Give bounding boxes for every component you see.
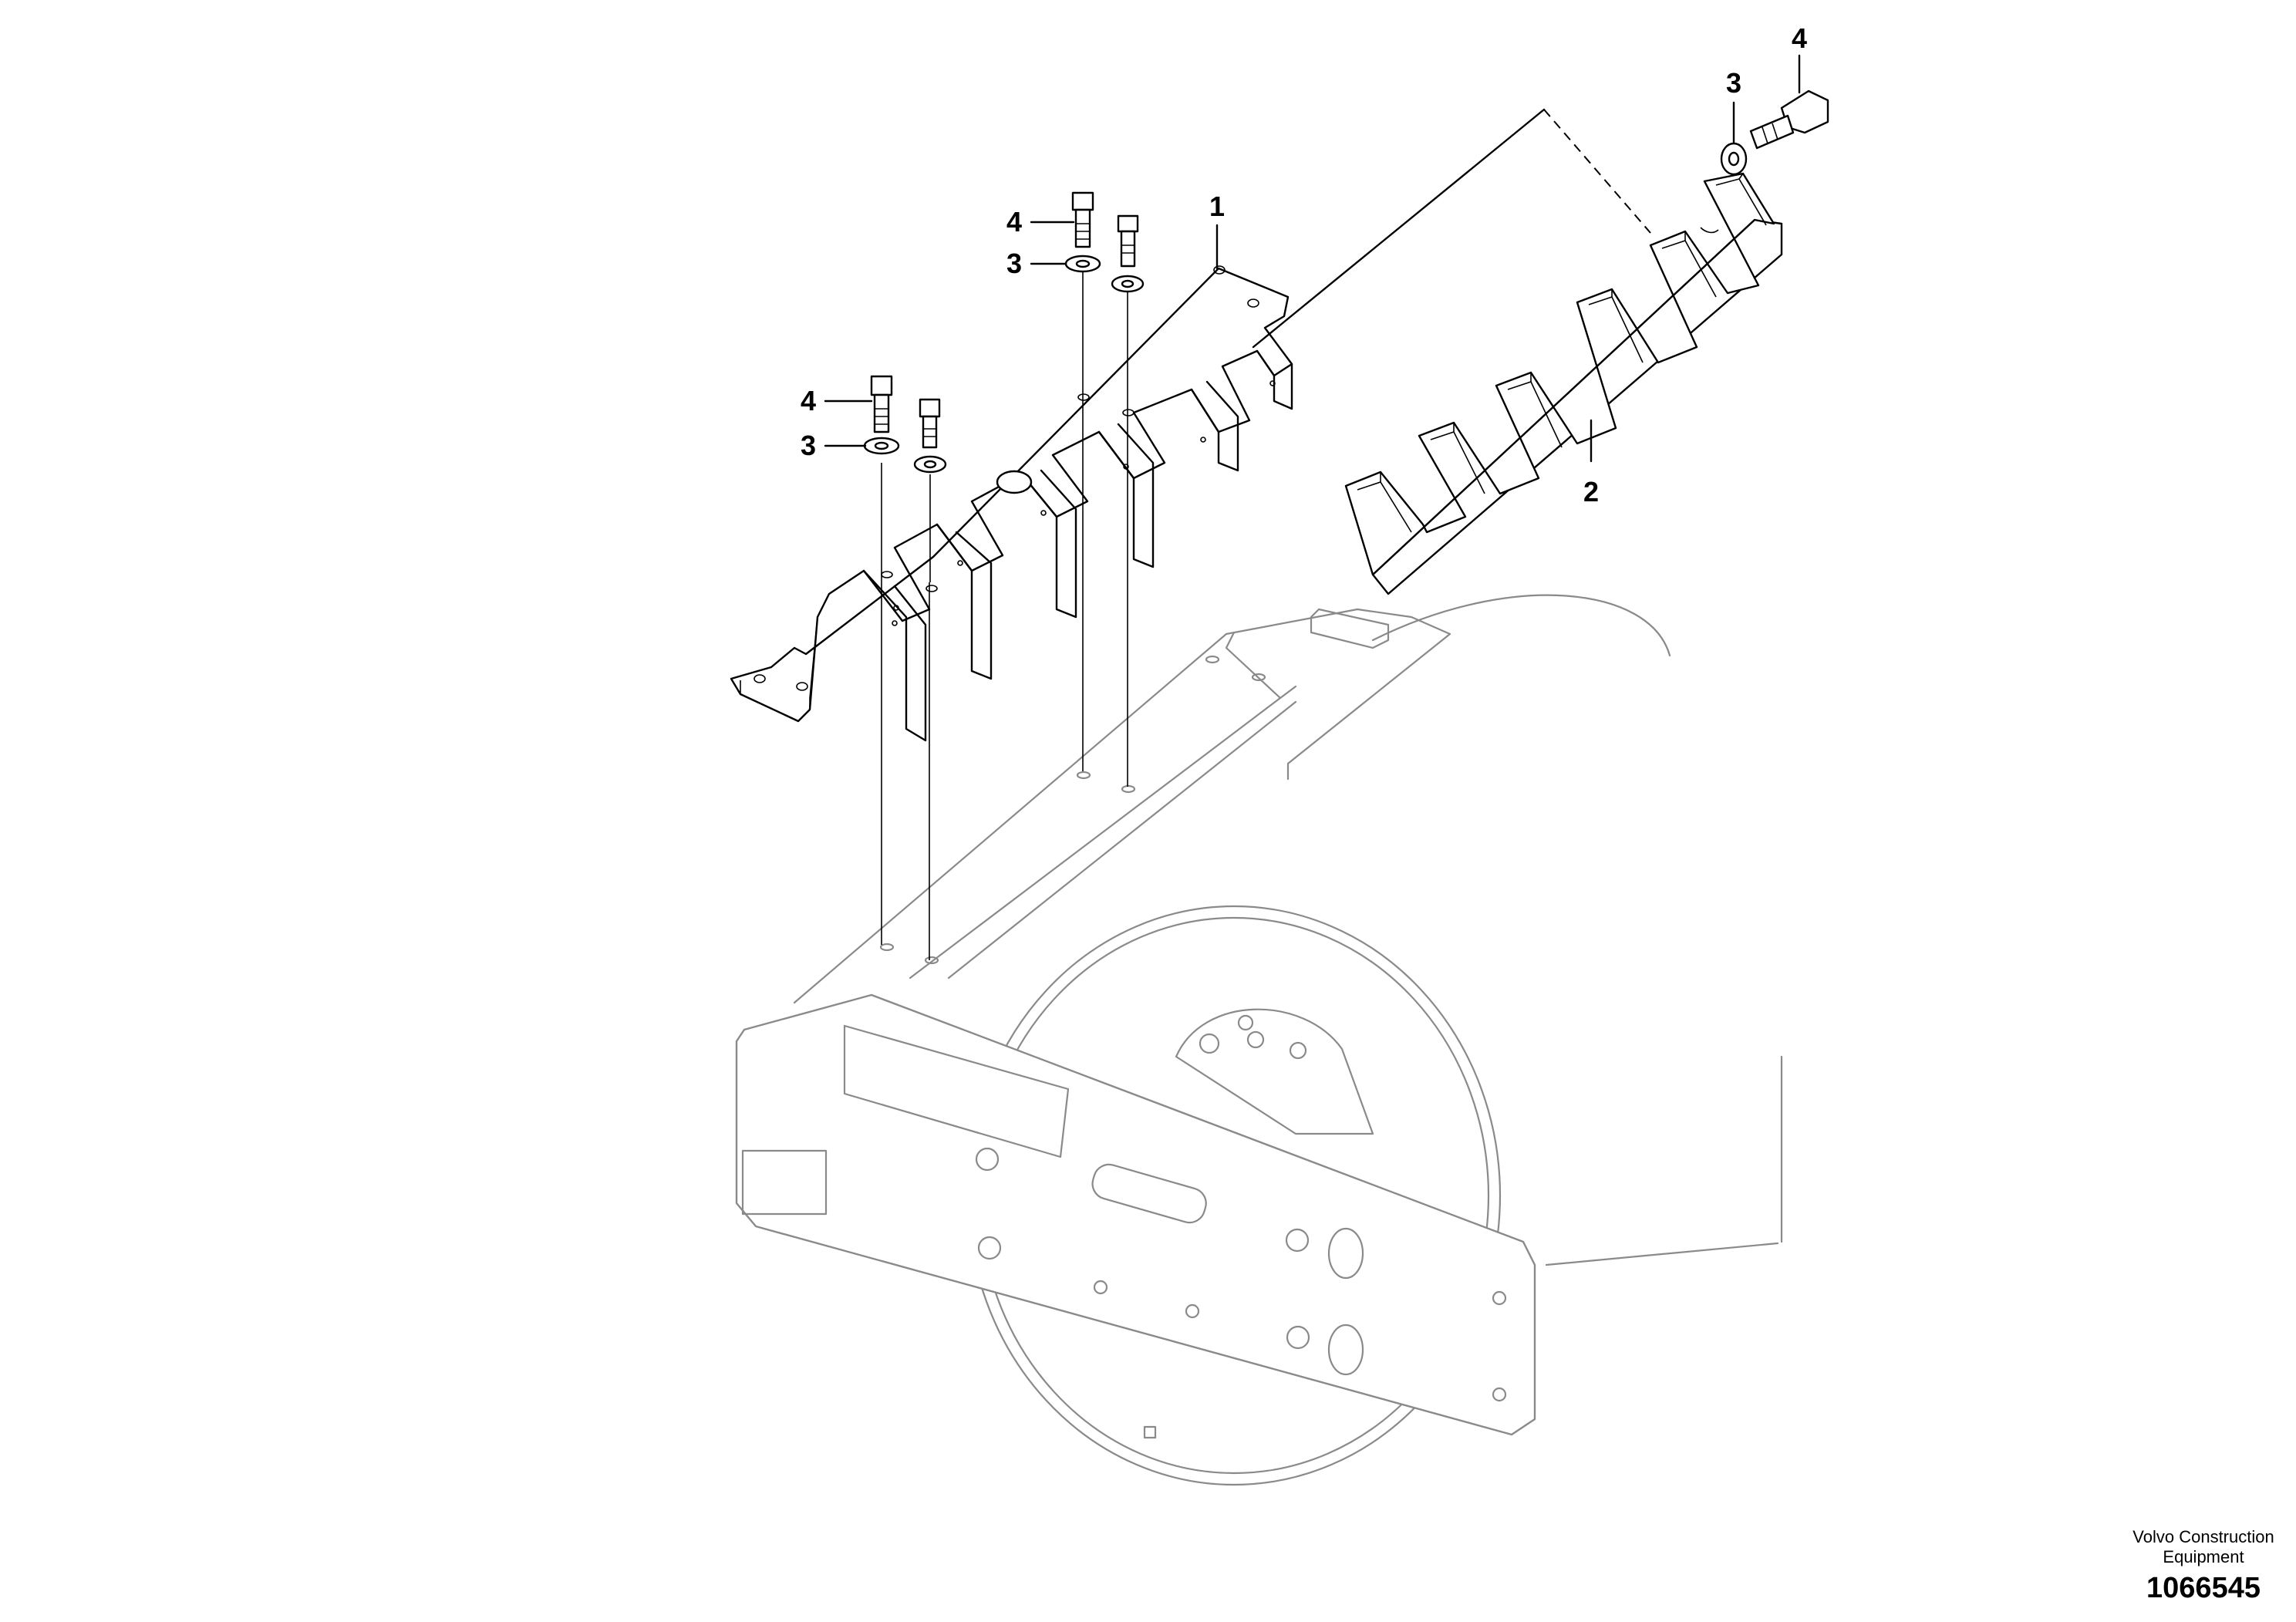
callout-4-middle: 4 [1006, 206, 1022, 238]
drawing-number: 1066545 [2146, 1572, 2261, 1604]
scraper-bracket-rear [1344, 172, 1783, 595]
callout-1: 1 [1209, 191, 1225, 222]
company-name: Volvo Construction Equipment [2132, 1527, 2274, 1566]
callout-3-middle: 3 [1006, 248, 1022, 279]
bolt-icon [919, 398, 941, 449]
callout-3-right: 3 [1726, 67, 1741, 99]
washer-icon [913, 455, 947, 474]
drawing-footer: Volvo Construction Equipment 1066545 [2126, 1527, 2281, 1605]
bolt-icon [870, 375, 893, 433]
washer-icon [863, 437, 900, 455]
callout-leaders [824, 54, 1801, 463]
washer-icon [1064, 255, 1101, 273]
scraper-bracket-front [730, 265, 1293, 742]
bolt-icon [1071, 191, 1094, 248]
callout-2: 2 [1583, 476, 1599, 508]
washer-icon [1111, 275, 1145, 293]
drum-frame-assembly [735, 594, 1783, 1486]
callout-4-right: 4 [1792, 22, 1807, 54]
callout-labels: 1 2 3 4 3 4 3 4 [801, 22, 1807, 508]
washer-icon [1720, 142, 1748, 176]
assembly-guide-lines [881, 108, 1651, 960]
callout-3-left: 3 [801, 430, 816, 461]
fasteners [863, 89, 1829, 474]
callout-4-left: 4 [801, 385, 816, 416]
bolt-icon [1749, 89, 1829, 150]
bolt-icon [1117, 214, 1139, 268]
